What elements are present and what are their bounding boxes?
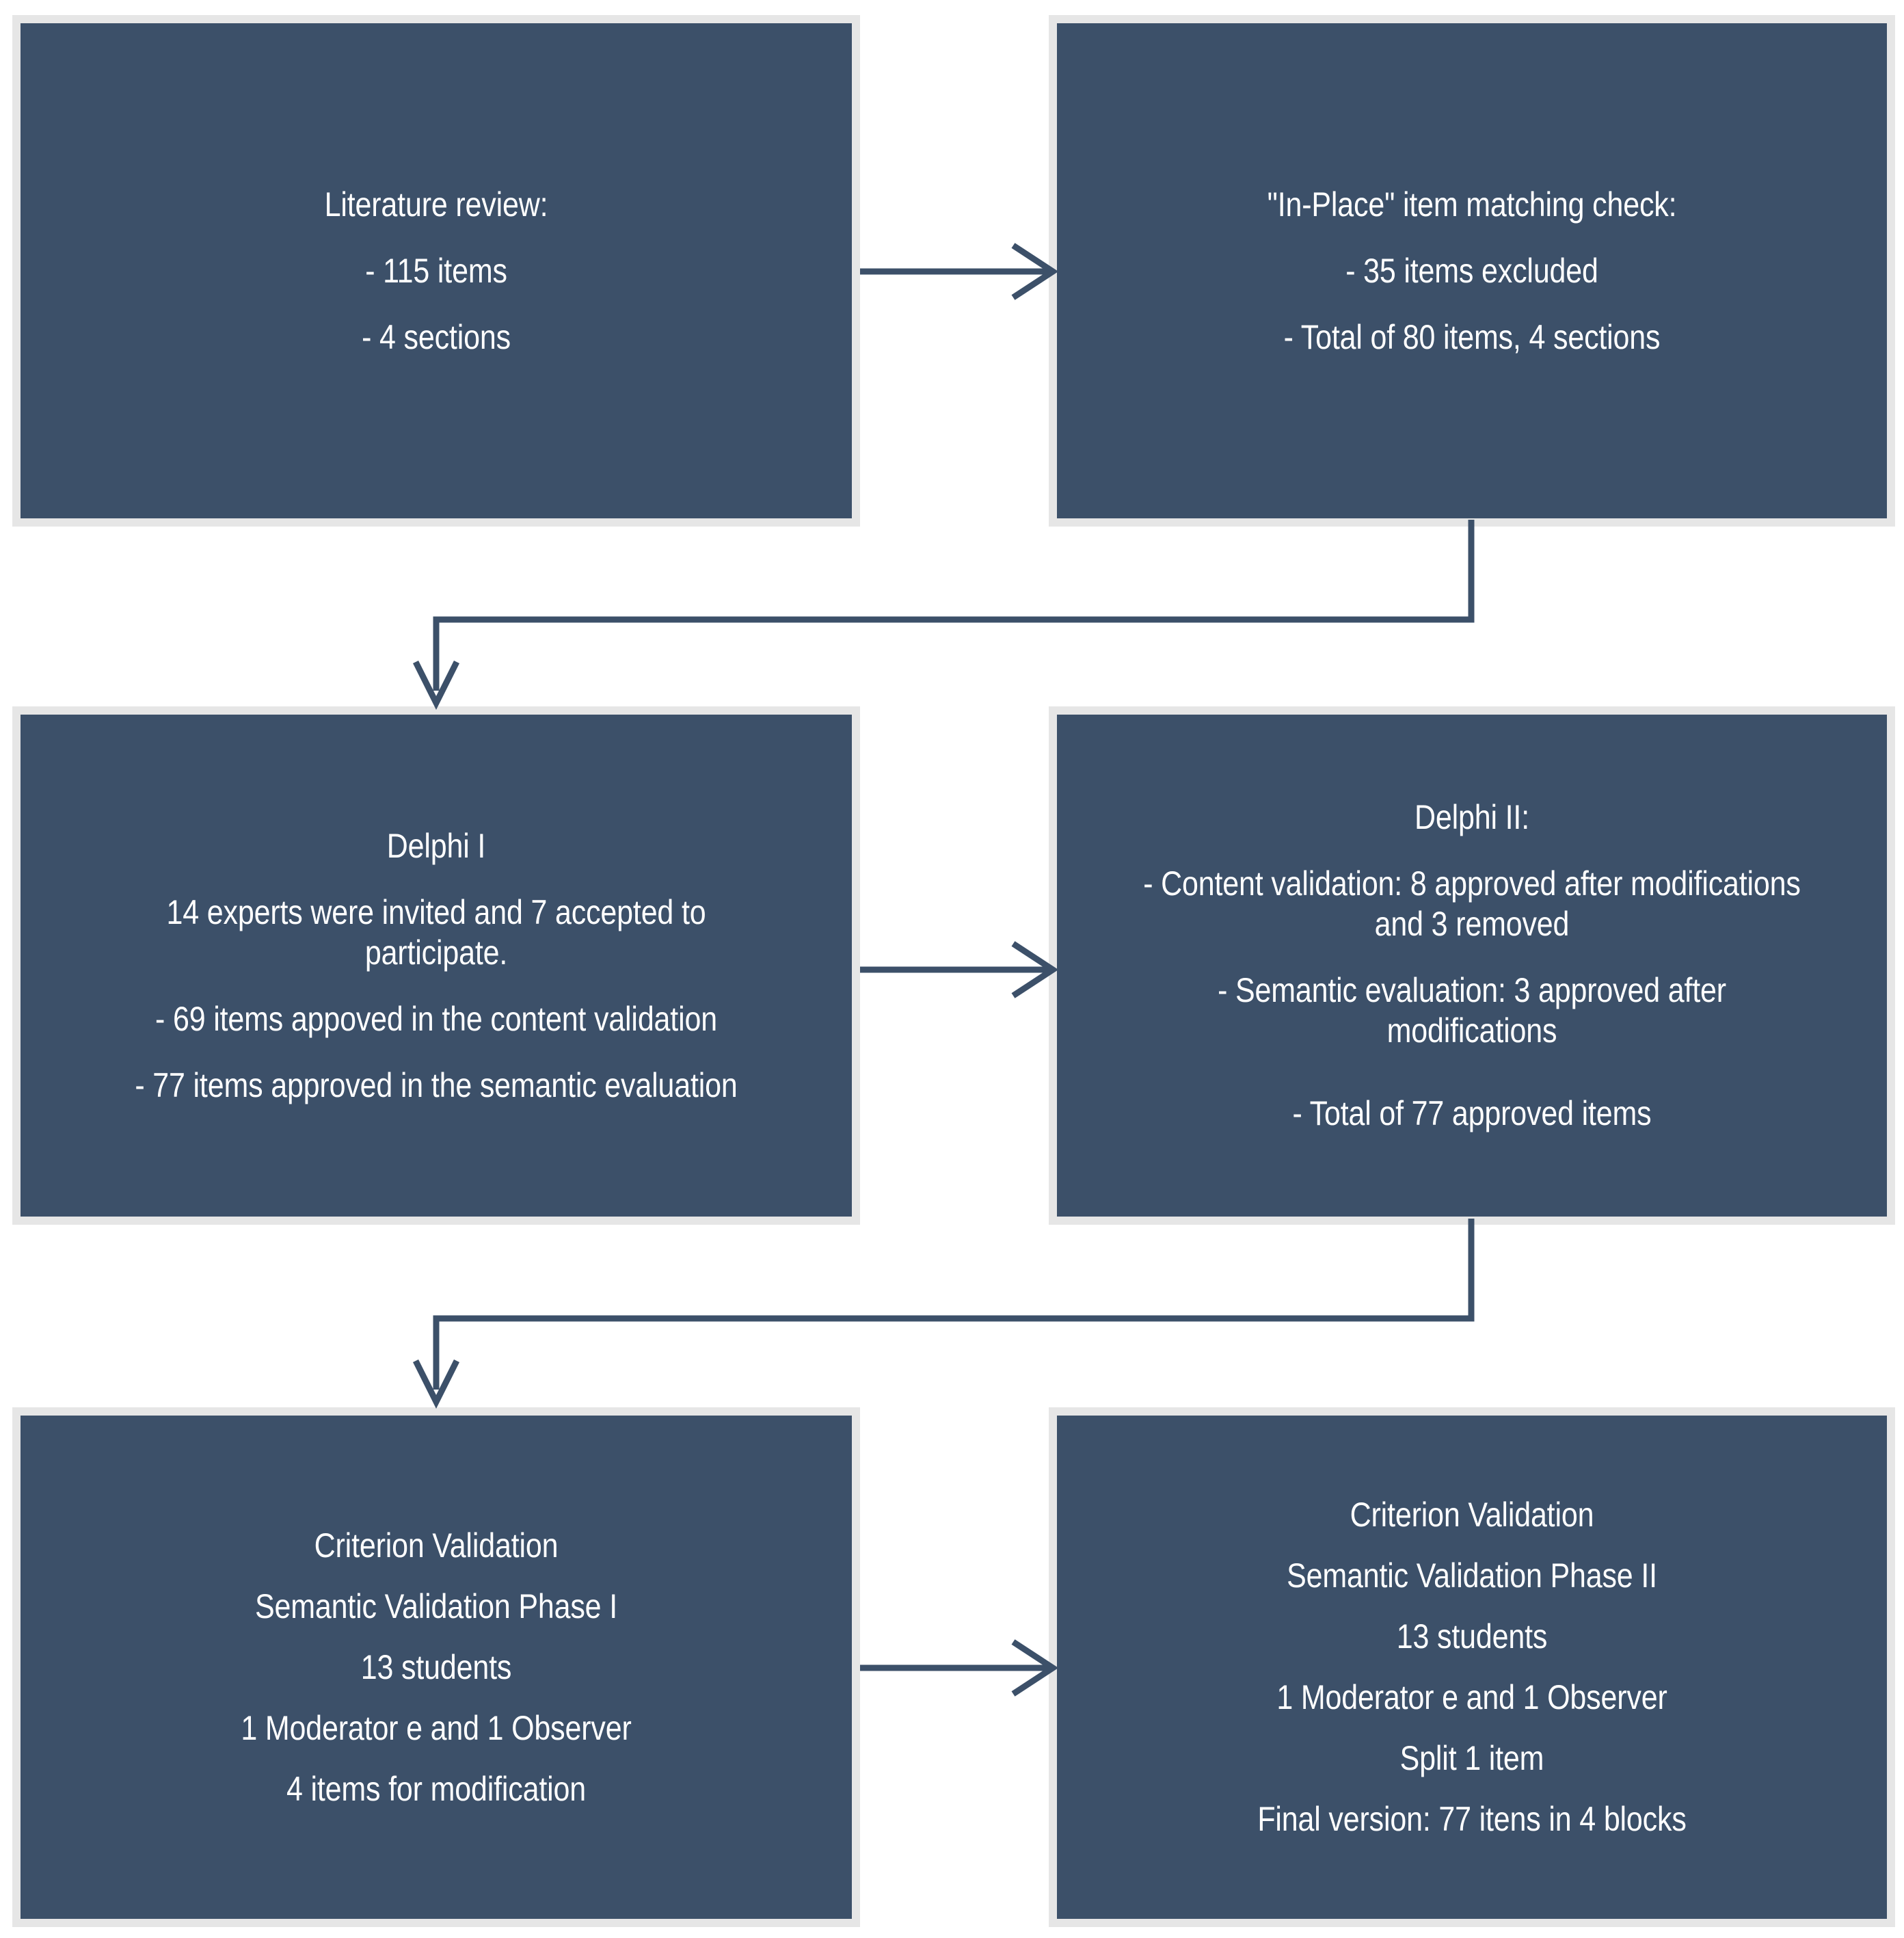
node-line: Delphi I [386, 826, 486, 865]
node-line: Criterion Validation [1350, 1496, 1594, 1534]
node-line: - 35 items excluded [1345, 251, 1598, 290]
node-line: Split 1 item [1399, 1739, 1544, 1777]
arrow-row3-left-to-right [855, 1639, 1060, 1701]
node-line: 14 experts were invited and 7 accepted t… [166, 892, 706, 972]
node-line: Criterion Validation [314, 1526, 559, 1565]
node-line: - Content validation: 8 approved after m… [1143, 864, 1801, 943]
node-line: 4 items for modification [286, 1769, 586, 1808]
node-criterion-validation-phase-one[interactable]: Criterion Validation Semantic Validation… [12, 1407, 860, 1927]
node-line: - 4 sections [362, 317, 511, 356]
node-line: - 69 items appoved in the content valida… [155, 999, 717, 1038]
node-line: - Total of 77 approved items [1292, 1094, 1652, 1132]
arrow-row2-left-to-right [855, 941, 1060, 1003]
node-line: "In-Place" item matching check: [1267, 185, 1677, 224]
node-line: 1 Moderator e and 1 Observer [241, 1708, 632, 1747]
node-line: 1 Moderator e and 1 Observer [1276, 1678, 1667, 1716]
node-line: - Semantic evaluation: 3 approved after … [1218, 971, 1726, 1050]
node-line: - Total of 80 items, 4 sections [1283, 317, 1661, 356]
node-line: Semantic Validation Phase II [1287, 1556, 1657, 1595]
node-line: Final version: 77 itens in 4 blocks [1257, 1800, 1687, 1838]
node-line: Literature review: [324, 185, 548, 224]
node-criterion-validation-phase-two[interactable]: Criterion Validation Semantic Validation… [1049, 1407, 1895, 1927]
node-line: - 77 items approved in the semantic eval… [135, 1065, 738, 1104]
elbow-row1-right-to-row2-left [410, 520, 1504, 718]
node-line: Delphi II: [1414, 798, 1529, 836]
node-delphi-two[interactable]: Delphi II: - Content validation: 8 appro… [1049, 706, 1895, 1225]
node-in-place-check[interactable]: "In-Place" item matching check: - 35 ite… [1049, 15, 1895, 527]
node-line: 13 students [1396, 1617, 1548, 1656]
node-line: 13 students [360, 1647, 512, 1686]
elbow-row2-right-to-row3-left [410, 1219, 1504, 1417]
node-line: Semantic Validation Phase I [254, 1587, 617, 1625]
node-delphi-one[interactable]: Delphi I 14 experts were invited and 7 a… [12, 706, 860, 1225]
arrow-row1-left-to-right [855, 243, 1060, 304]
node-literature-review[interactable]: Literature review: - 115 items - 4 secti… [12, 15, 860, 527]
node-line: - 115 items [365, 251, 507, 290]
